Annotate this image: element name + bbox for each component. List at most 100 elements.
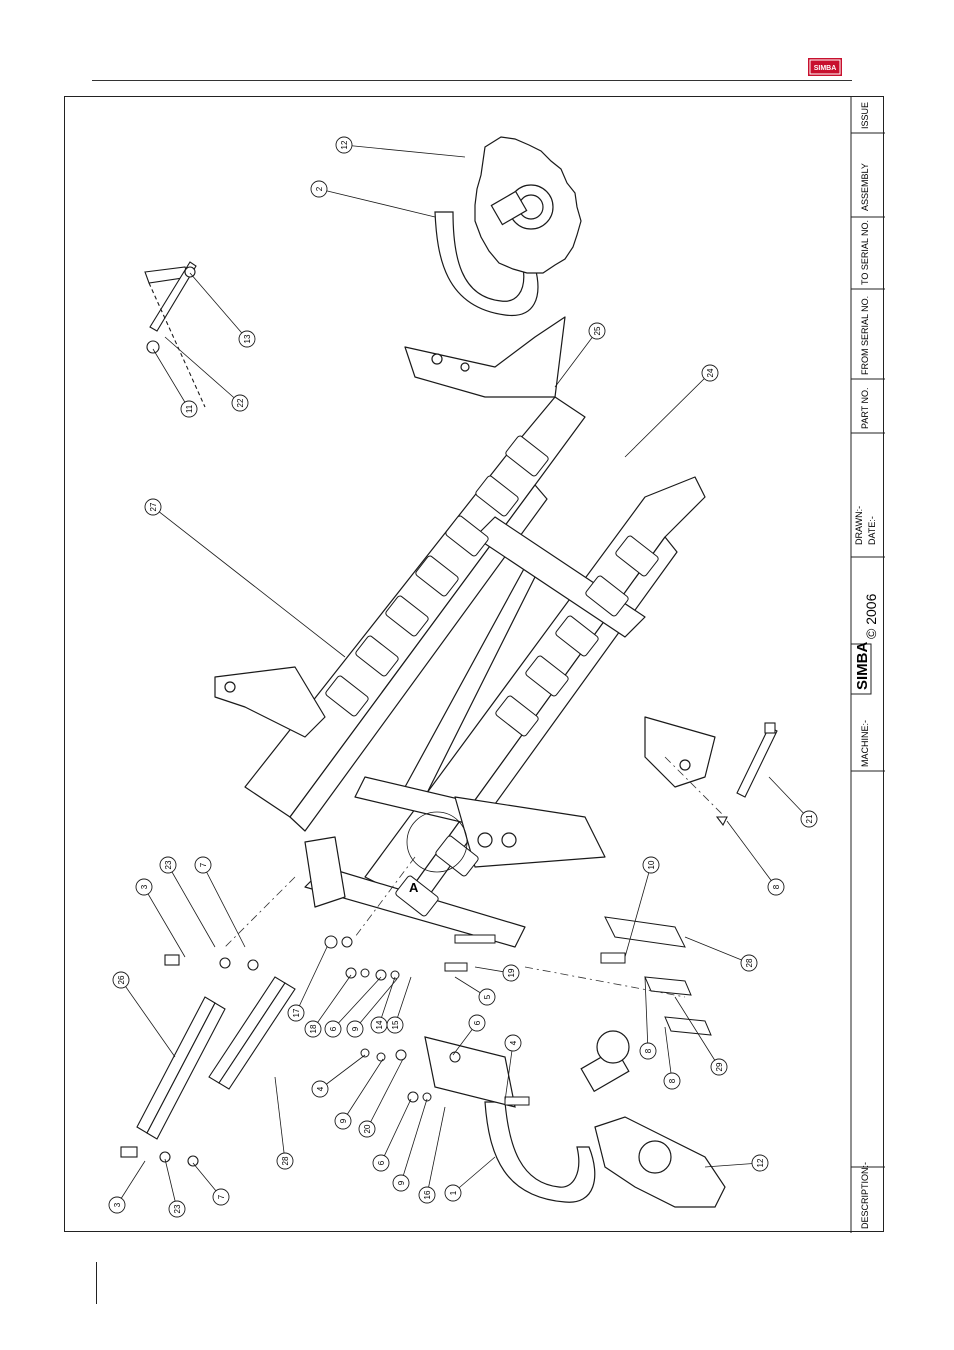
callout-label: 1 xyxy=(449,1190,458,1195)
callout-bubble: 23 xyxy=(160,857,176,873)
callout-bubble: 19 xyxy=(503,965,519,981)
callout-bubble: 9 xyxy=(347,1021,363,1037)
callout-leader xyxy=(319,189,435,217)
pin-assembly xyxy=(717,723,777,825)
callout-label: 9 xyxy=(351,1026,360,1031)
callout-leader xyxy=(168,865,215,947)
callout-label: 22 xyxy=(236,398,245,407)
upper-disc-assembly xyxy=(435,137,581,315)
callout-leader xyxy=(685,937,749,963)
callout-leader xyxy=(727,821,776,887)
lower-disc-assembly xyxy=(425,1031,725,1207)
callout-leader xyxy=(625,865,651,957)
callout-bubble: 1 xyxy=(445,1185,461,1201)
callout-label: 21 xyxy=(805,814,814,823)
callout-label: 10 xyxy=(647,860,656,869)
callout-label: 17 xyxy=(292,1008,301,1017)
page-margin-rule xyxy=(96,1262,97,1304)
callout-bubble: 5 xyxy=(479,989,495,1005)
exploded-assembly-drawing: DESCRIPTION:- MACHINE:- SIMBA © 2006 DRA… xyxy=(65,97,885,1233)
callout-label: 5 xyxy=(483,994,492,999)
callout-label: 8 xyxy=(644,1048,653,1053)
callout-label: 23 xyxy=(164,860,173,869)
callout-label: 24 xyxy=(706,368,715,377)
callout-label: 2 xyxy=(315,186,324,191)
simba-logo: SIMBA xyxy=(808,58,842,76)
callout-label: 7 xyxy=(217,1194,226,1199)
callout-label: 12 xyxy=(340,140,349,149)
assembly-label: ASSEMBLY xyxy=(860,163,870,211)
callout-leader xyxy=(121,980,175,1057)
callout-label: 8 xyxy=(668,1078,677,1083)
callout-bubble: 6 xyxy=(373,1155,389,1171)
callout-leader xyxy=(625,373,710,457)
callout-leader xyxy=(645,977,648,1051)
callout-leader xyxy=(343,1059,383,1121)
callout-bubble: 6 xyxy=(325,1021,341,1037)
callout-bubble: 13 xyxy=(239,331,255,347)
callout-bubble: 8 xyxy=(768,879,784,895)
callout-bubble: 9 xyxy=(335,1113,351,1129)
callout-label: 16 xyxy=(423,1190,432,1199)
callout-bubble: 26 xyxy=(113,972,129,988)
callout-leader xyxy=(190,273,247,339)
callout-bubble: 2 xyxy=(311,181,327,197)
callout-label: 18 xyxy=(309,1024,318,1033)
callout-label: 27 xyxy=(149,502,158,511)
callout-label: 28 xyxy=(281,1156,290,1165)
callout-bubble: 15 xyxy=(387,1017,403,1033)
machine-label: MACHINE:- xyxy=(860,720,870,767)
callout-label: 3 xyxy=(140,884,149,889)
callout-bubble: 23 xyxy=(169,1201,185,1217)
callout-bubble: 12 xyxy=(752,1155,768,1171)
callout-bubble: 29 xyxy=(711,1059,727,1075)
callout-leader xyxy=(296,947,327,1013)
callout-bubble: 3 xyxy=(136,879,152,895)
callout-bubble: 20 xyxy=(359,1121,375,1137)
header-rule xyxy=(92,80,852,81)
callout-bubble: 10 xyxy=(643,857,659,873)
drawing-frame: DESCRIPTION:- MACHINE:- SIMBA © 2006 DRA… xyxy=(64,96,884,1232)
callout-leader xyxy=(344,145,465,157)
callout-bubble: 28 xyxy=(741,955,757,971)
callout-bubble: 11 xyxy=(181,401,197,417)
callout-bubble: 28 xyxy=(277,1153,293,1169)
callout-label: 6 xyxy=(329,1026,338,1031)
callout-bubble: 18 xyxy=(305,1021,321,1037)
callout-leader xyxy=(165,337,240,403)
callout-bubble: 8 xyxy=(664,1073,680,1089)
view-label-a: A xyxy=(409,880,419,895)
callout-label: 6 xyxy=(377,1160,386,1165)
title-block-logo: SIMBA xyxy=(851,642,871,695)
callout-bubble: 14 xyxy=(371,1017,387,1033)
callout-bubble: 17 xyxy=(288,1005,304,1021)
callout-label: 25 xyxy=(593,326,602,335)
callout-leader xyxy=(275,1077,285,1161)
callout-leader xyxy=(153,349,189,409)
callout-label: 20 xyxy=(363,1124,372,1133)
callout-leader xyxy=(367,1059,403,1129)
callout-bubble: 4 xyxy=(505,1035,521,1051)
callout-label: 4 xyxy=(509,1040,518,1045)
callout-label: 26 xyxy=(117,975,126,984)
callout-leader xyxy=(153,507,345,657)
callout-label: 4 xyxy=(316,1086,325,1091)
callout-leader xyxy=(427,1107,445,1195)
fasteners xyxy=(325,917,711,1105)
callout-bubble: 7 xyxy=(195,857,211,873)
callout-leader xyxy=(144,887,185,957)
callout-bubble: 27 xyxy=(145,499,161,515)
callout-label: 28 xyxy=(745,958,754,967)
callout-label: 12 xyxy=(756,1158,765,1167)
callout-bubble: 7 xyxy=(213,1189,229,1205)
callout-label: 15 xyxy=(391,1020,400,1029)
callout-label: 3 xyxy=(113,1202,122,1207)
description-label: DESCRIPTION:- xyxy=(860,1162,870,1229)
callout-bubble: 25 xyxy=(589,323,605,339)
copyright-text: © 2006 xyxy=(863,593,879,639)
drawbar-parts xyxy=(121,955,295,1166)
callout-bubble: 24 xyxy=(702,365,718,381)
callout-bubble: 12 xyxy=(336,137,352,153)
issue-label: ISSUE xyxy=(860,102,870,129)
callout-bubble: 22 xyxy=(232,395,248,411)
